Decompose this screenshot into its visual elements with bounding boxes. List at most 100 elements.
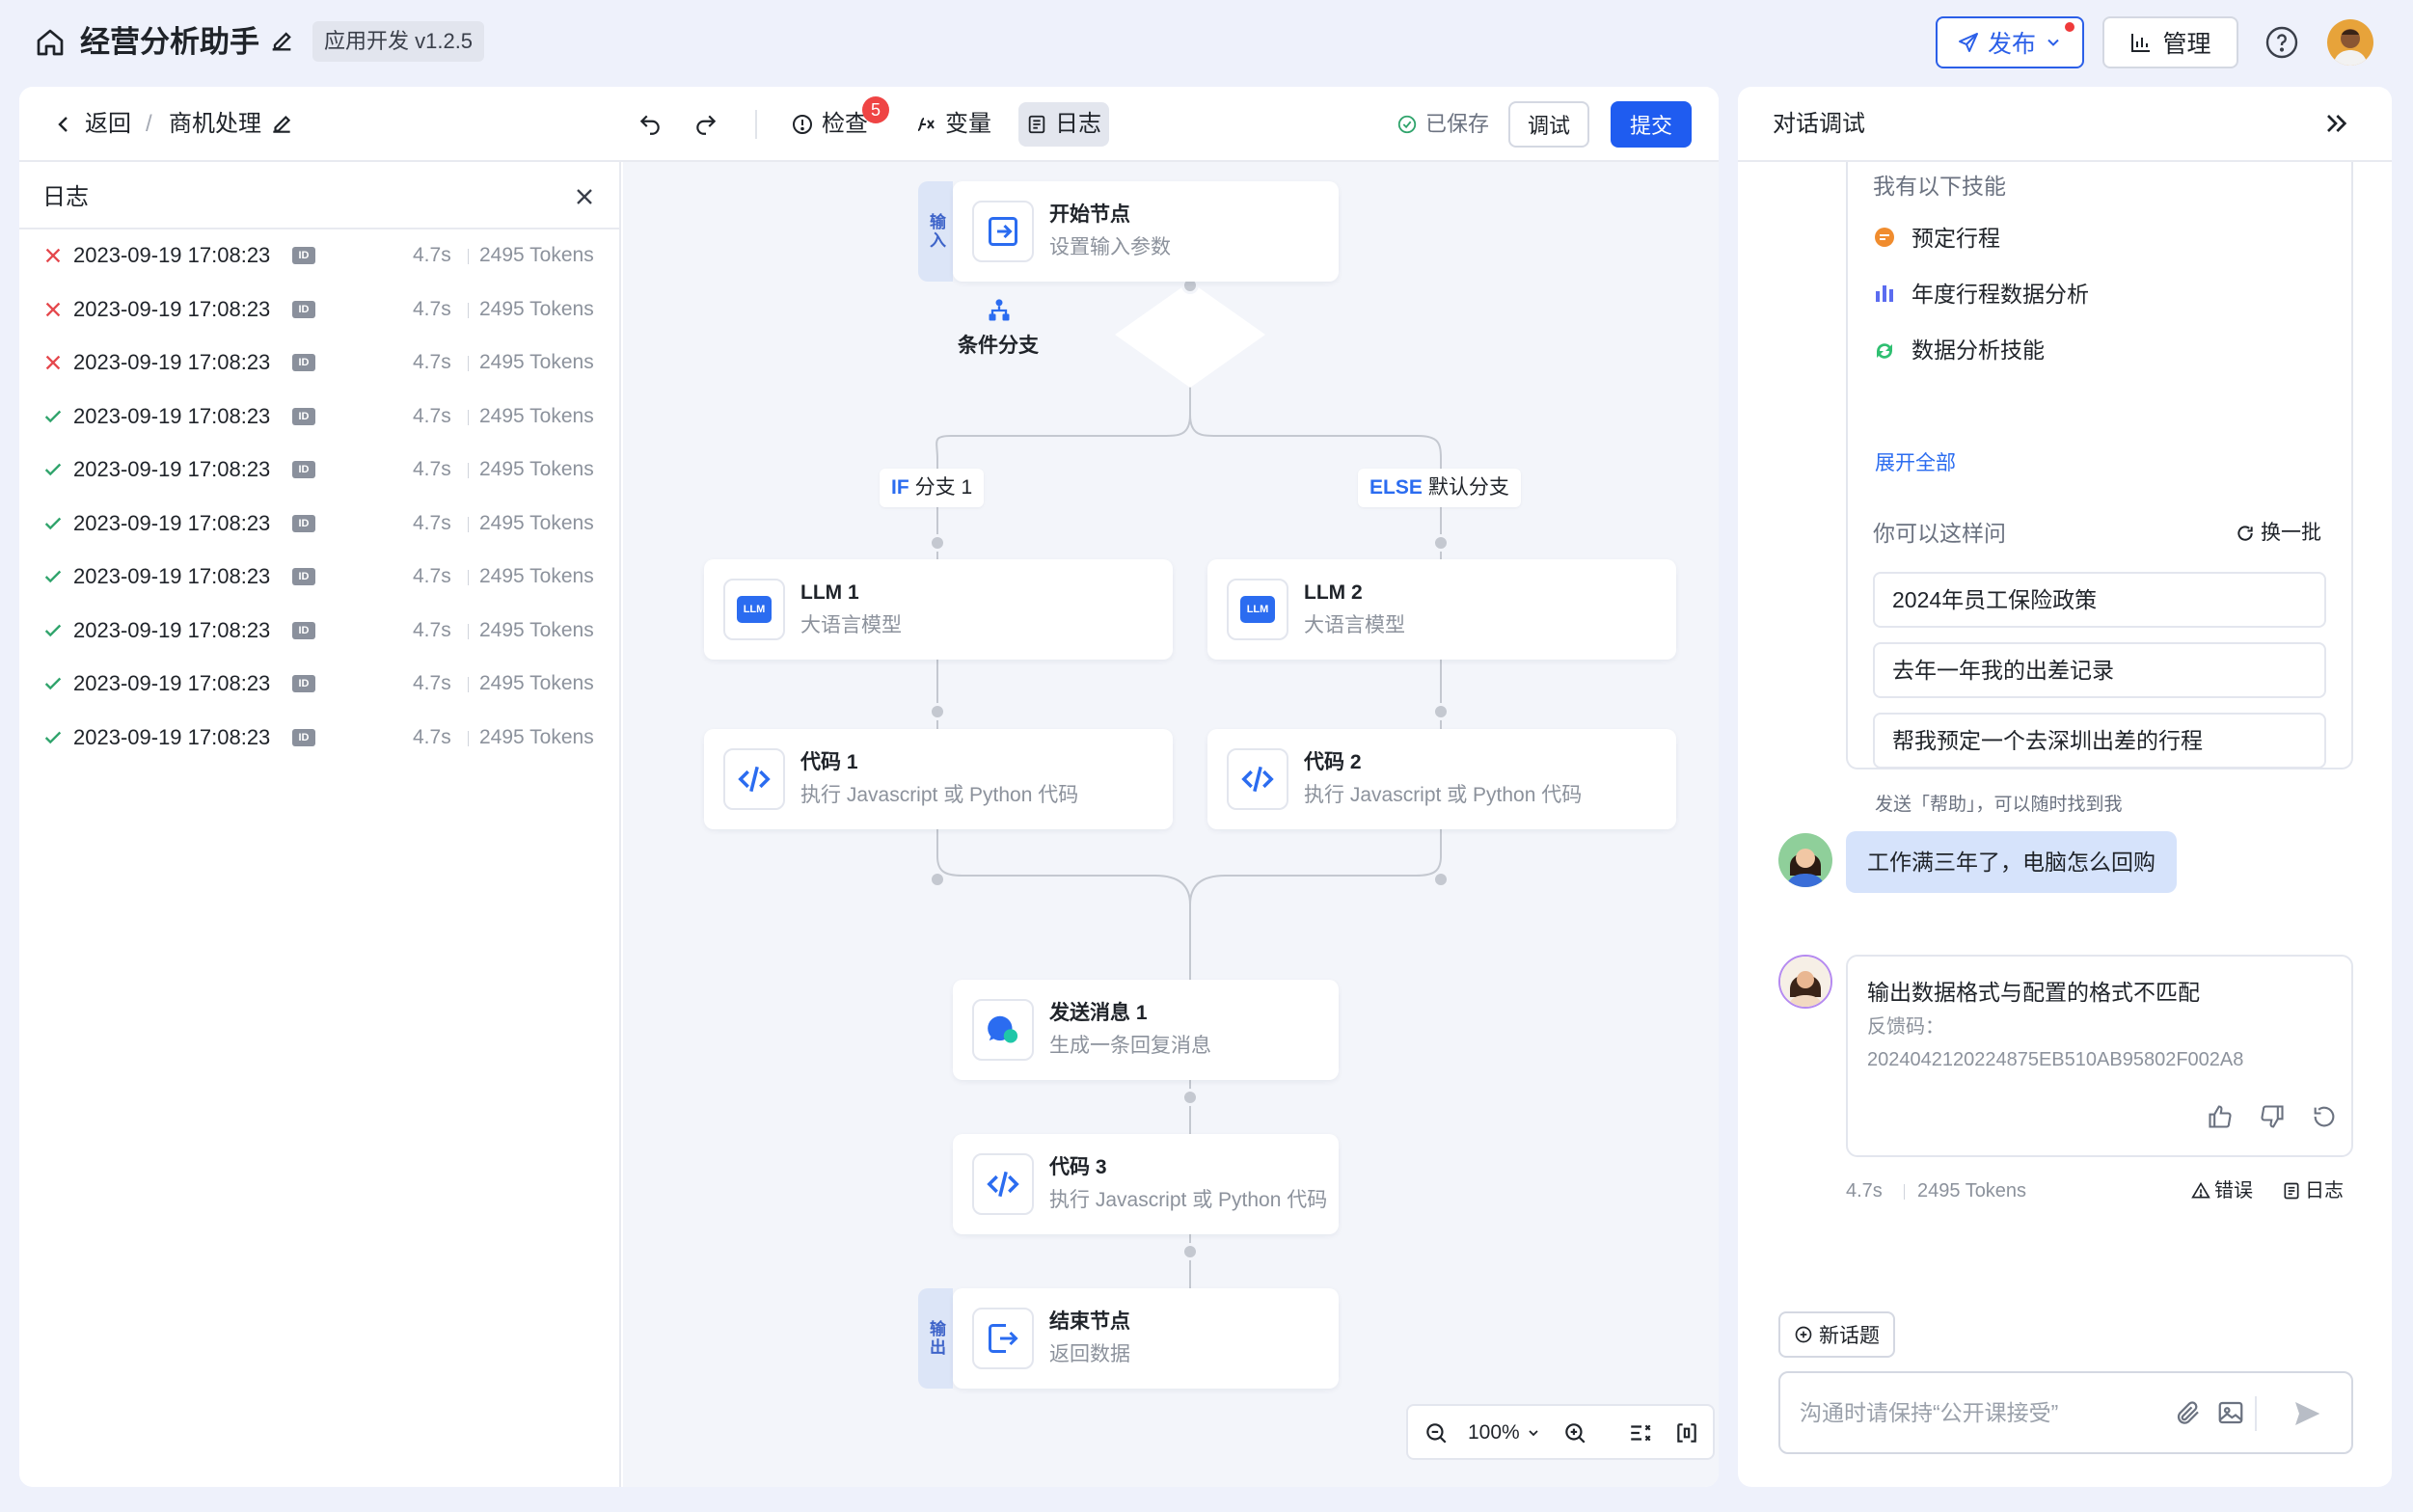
user-avatar[interactable] <box>2327 19 2373 66</box>
collapse-icon[interactable] <box>2320 108 2353 141</box>
edge-split-else <box>1189 414 1442 469</box>
log-duration: 4.7s <box>413 618 451 641</box>
meta-separator <box>1904 1184 1905 1200</box>
error-x-icon <box>45 248 61 263</box>
back-button[interactable]: 返回 <box>52 108 131 141</box>
llm-node-2[interactable]: LLM LLM 2 大语言模型 <box>1207 559 1676 660</box>
chat-header: 对话调试 <box>1738 87 2392 162</box>
code-node-2[interactable]: 代码 2 执行 Javascript 或 Python 代码 <box>1207 729 1676 829</box>
skill-item[interactable]: 数据分析技能 <box>1911 338 2045 363</box>
end-node[interactable]: 结束节点 返回数据 <box>953 1288 1339 1389</box>
edit-icon[interactable] <box>268 27 297 56</box>
error-x-icon <box>45 302 61 316</box>
skill-item[interactable]: 预定行程 <box>1911 226 2000 251</box>
code-node-3[interactable]: 代码 3 执行 Javascript 或 Python 代码 <box>953 1134 1339 1234</box>
help-icon[interactable] <box>2264 25 2299 60</box>
submit-button[interactable]: 提交 <box>1611 101 1692 148</box>
zoom-out-icon[interactable] <box>1422 1418 1451 1447</box>
chat-input[interactable] <box>1800 1392 2166 1433</box>
add-node-button[interactable] <box>929 703 946 720</box>
add-node-button[interactable] <box>1432 871 1450 888</box>
publish-button[interactable]: 发布 <box>1936 16 2084 68</box>
breadcrumb-separator: / <box>146 111 152 137</box>
attachment-icon[interactable] <box>2174 1398 2205 1429</box>
id-badge[interactable]: ID <box>292 354 315 371</box>
home-icon[interactable] <box>33 25 68 60</box>
log-link[interactable]: 日志 <box>2282 1176 2344 1205</box>
auto-layout-icon[interactable] <box>1626 1418 1655 1447</box>
zoom-in-icon[interactable] <box>1560 1418 1589 1447</box>
zoom-level-select[interactable]: 100% <box>1468 1418 1541 1448</box>
document-icon <box>1028 115 1045 134</box>
add-node-button[interactable] <box>1432 534 1450 552</box>
suggestion-item[interactable]: 2024年员工保险政策 <box>1873 572 2326 628</box>
chevron-left-icon <box>58 117 68 132</box>
log-button[interactable]: 日志 <box>1018 102 1109 147</box>
notification-dot <box>2063 20 2076 34</box>
id-badge[interactable]: ID <box>292 300 315 318</box>
llm-node-1[interactable]: LLM LLM 1 大语言模型 <box>704 559 1173 660</box>
add-node-button[interactable] <box>929 534 946 552</box>
id-badge[interactable]: ID <box>292 728 315 746</box>
log-duration: 4.7s <box>413 351 451 373</box>
error-link[interactable]: 错误 <box>2191 1176 2253 1205</box>
add-node-button[interactable] <box>1181 1089 1199 1106</box>
id-badge[interactable]: ID <box>292 461 315 478</box>
response-duration: 4.7s <box>1846 1180 1883 1202</box>
expand-all-link[interactable]: 展开全部 <box>1875 452 1956 474</box>
start-node[interactable]: 开始节点 设置输入参数 <box>953 181 1339 282</box>
add-node-button[interactable] <box>1432 703 1450 720</box>
bar-chart-icon <box>2131 34 2151 52</box>
undo-icon[interactable] <box>631 105 669 144</box>
log-separator <box>468 730 469 746</box>
id-badge[interactable]: ID <box>292 621 315 639</box>
thumbs-up-icon[interactable] <box>2207 1103 2236 1132</box>
manage-button[interactable]: 管理 <box>2102 16 2238 68</box>
new-topic-button[interactable]: 新话题 <box>1778 1311 1895 1358</box>
id-badge[interactable]: ID <box>292 675 315 692</box>
refresh-suggestions-button[interactable]: 换一批 <box>2236 517 2321 550</box>
suggestion-item[interactable]: 去年一年我的出差记录 <box>1873 642 2326 698</box>
debug-button[interactable]: 调试 <box>1508 101 1589 148</box>
id-badge[interactable]: ID <box>292 568 315 585</box>
id-badge[interactable]: ID <box>292 247 315 264</box>
id-badge[interactable]: ID <box>292 514 315 532</box>
send-icon[interactable] <box>2291 1398 2322 1429</box>
thumbs-down-icon[interactable] <box>2259 1103 2288 1132</box>
skill-item[interactable]: 年度行程数据分析 <box>1911 282 2089 307</box>
close-icon[interactable] <box>571 183 600 212</box>
publish-label: 发布 <box>1987 31 2036 58</box>
log-separator <box>468 677 469 692</box>
log-time: 2023-09-19 17:08:23 <box>73 403 271 428</box>
check-button[interactable]: 检查 <box>791 108 868 141</box>
saved-label: 已保存 <box>1425 112 1490 136</box>
variables-button[interactable]: 变量 <box>914 108 991 141</box>
edit-icon[interactable] <box>269 111 296 138</box>
fit-view-icon[interactable] <box>1672 1418 1701 1447</box>
add-node-button[interactable] <box>1181 1243 1199 1260</box>
image-icon[interactable] <box>2216 1398 2247 1429</box>
suggestion-item[interactable]: 帮我预定一个去深圳出差的行程 <box>1873 713 2326 769</box>
regenerate-icon[interactable] <box>2311 1103 2340 1132</box>
code-node-1[interactable]: 代码 1 执行 Javascript 或 Python 代码 <box>704 729 1173 829</box>
condition-node[interactable] <box>912 282 1084 388</box>
success-check-icon <box>44 570 62 583</box>
id-badge[interactable]: ID <box>292 407 315 425</box>
add-node-button[interactable] <box>929 871 946 888</box>
alert-circle-icon <box>793 115 812 134</box>
message-node-1[interactable]: 发送消息 1 生成一条回复消息 <box>953 980 1339 1080</box>
redo-icon[interactable] <box>687 105 725 144</box>
